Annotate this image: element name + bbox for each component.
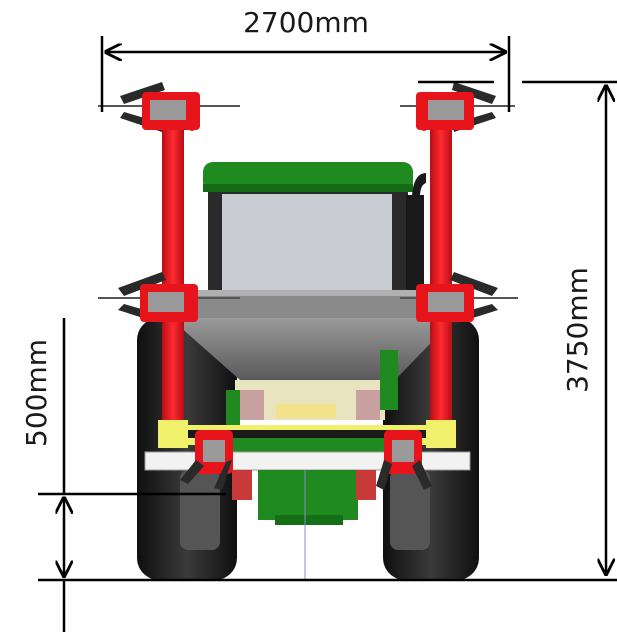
tractor-cab [203, 162, 413, 296]
rotor-low-right [376, 430, 432, 490]
width-dimension [100, 36, 511, 112]
width-dimension-label: 2700mm [243, 6, 369, 39]
rear-tire-right [383, 318, 479, 580]
clearance-dimension [38, 318, 226, 632]
rotor-mid-left [98, 272, 240, 324]
rotor-top-right [400, 82, 515, 132]
height-dimension [522, 80, 617, 574]
rotor-low-left [180, 430, 233, 490]
rotor-top-left [98, 82, 240, 132]
clearance-dimension-label: 500mm [20, 339, 53, 447]
exhaust-pipe [406, 173, 426, 295]
rotor-mid-right [400, 272, 518, 324]
height-dimension-label: 3750mm [561, 267, 594, 393]
